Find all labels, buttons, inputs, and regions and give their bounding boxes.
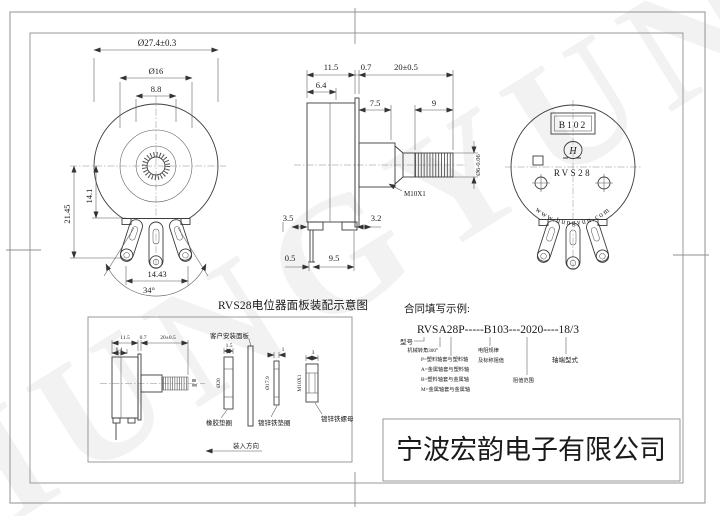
rivet-left <box>532 174 550 192</box>
customer-panel-label: 客户安装面板 <box>210 331 250 340</box>
inner-border <box>29 32 684 484</box>
back-square-mark <box>532 155 544 166</box>
order-shaft-option-a: A=金属轴套与塑料轴 <box>421 365 469 373</box>
assembly-diagram: 11.5 0.7 20±0.5 6.4 1.5 Ø20 橡胶垫圈 客户安装面板 … <box>87 316 354 463</box>
direction-label: 装入方向 <box>233 441 259 450</box>
rubber-washer-thickness: 1.5 <box>226 343 233 349</box>
front-view: Ø27.4±0.3 Ø16 8.8 21.45 14.1 14.43 34° <box>62 38 226 297</box>
order-resistance-note-1: 电阻规律 <box>478 346 499 354</box>
front-dim-pin-span: 14.43 <box>147 269 166 279</box>
rubber-washer <box>223 356 234 410</box>
side-dim-bushing: 7.5 <box>370 98 381 108</box>
side-dim-flange: 0.7 <box>361 62 372 72</box>
side-dim-pin-offset: 9.5 <box>329 253 340 263</box>
rivet-right <box>595 174 613 192</box>
side-dim-body-depth: 11.5 <box>324 62 339 72</box>
nut-thickness: 3 <box>312 350 315 356</box>
nut-label: 镀锌铁螺母 <box>321 414 354 423</box>
brand-logo: H <box>563 141 583 159</box>
nut-thread: M10X1 <box>297 374 303 391</box>
knurl-ring <box>141 151 171 181</box>
front-dim-center-to-base: 14.1 <box>84 189 94 204</box>
hex-nut <box>305 363 319 403</box>
order-shaft-end-label: 轴端型式 <box>552 355 579 364</box>
side-dim-foot-right: 3.2 <box>371 213 382 223</box>
back-resistance-code: B102 <box>559 121 588 131</box>
assembly-dim-flange: 0.7 <box>140 335 147 341</box>
rubber-washer-label: 橡胶垫圈 <box>206 418 232 427</box>
assembly-dim-shaft-total: 20±0.5 <box>160 335 176 341</box>
side-dim-cover: 6.4 <box>316 80 327 90</box>
side-dim-shaft-dia: Ø6-0.06 <box>475 154 482 176</box>
order-shaft-option-m: M=金属轴套与金属轴 <box>421 385 470 393</box>
side-thread-spec: M10X1 <box>404 190 426 198</box>
order-shaft-option-p: P=塑料轴套与塑料轴 <box>421 355 468 363</box>
iron-washer-label: 镀锌铁垫圈 <box>258 418 291 427</box>
assembly-dim-body-depth: 11.5 <box>120 335 130 341</box>
rubber-washer-dia: Ø20 <box>216 378 222 388</box>
order-rotation-note: 机械转角300° <box>407 346 438 354</box>
company-name: 宁波宏韵电子有限公司 <box>396 435 666 465</box>
assembly-dim-cover: 6.4 <box>116 347 123 353</box>
assembly-potentiometer <box>111 353 197 440</box>
side-dim-foot-left: 3.5 <box>283 213 294 223</box>
order-model-label: 型号 <box>400 337 414 346</box>
iron-washer-dia: Ø17.9 <box>265 376 271 390</box>
side-dim-pin-width: 0.5 <box>285 253 296 263</box>
front-dim-ring-dia: Ø16 <box>149 66 164 76</box>
front-dim-outer-dia: Ø27.4±0.3 <box>138 38 177 48</box>
order-resistance-note-2: 及标称阻值 <box>478 356 504 364</box>
order-range-label: 阻值范围 <box>513 376 534 384</box>
iron-washer-thickness: 1 <box>282 347 285 353</box>
side-view: 11.5 0.7 20±0.5 6.4 7.5 9 M10X1 Ø6-0.06 … <box>283 62 482 271</box>
side-dim-knurl: 9 <box>432 98 436 108</box>
assembly-title: RVS28电位器面板装配示意图 <box>218 298 368 312</box>
order-example-code: RVSA28P-----B103---2020----18/3 <box>417 324 579 336</box>
iron-washer <box>273 360 280 406</box>
outer-border <box>9 11 706 504</box>
back-model: RVS28 <box>554 168 592 178</box>
side-dim-shaft-total: 20±0.5 <box>394 62 418 72</box>
order-example: 合同填写示例: RVSA28P-----B103---2020----18/3 … <box>400 302 579 393</box>
front-dim-total-height: 21.45 <box>62 204 72 223</box>
logo-letter: H <box>568 146 577 157</box>
order-heading: 合同填写示例: <box>404 302 470 315</box>
front-dim-pin-angle: 34° <box>143 285 155 295</box>
customer-panel <box>247 345 254 427</box>
centering-marks <box>6 8 709 507</box>
front-dim-hub: 8.8 <box>151 84 162 94</box>
title-block: 宁波宏韵电子有限公司 <box>382 418 681 482</box>
order-shaft-option-b: B=塑料轴套与金属轴 <box>421 375 469 383</box>
